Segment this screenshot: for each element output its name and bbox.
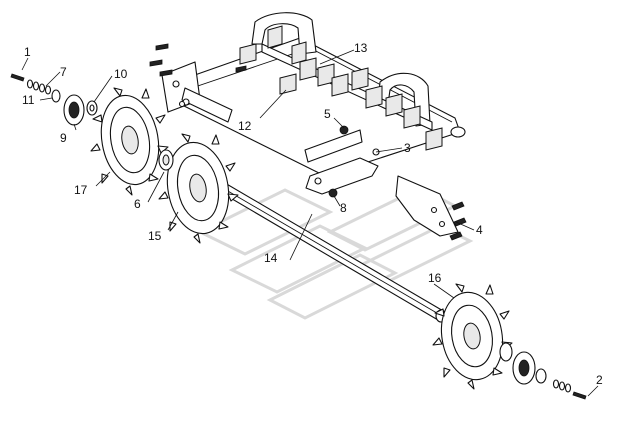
watermark-logo [196,186,474,320]
callout-16: 16 [428,271,442,285]
bearing-part-9 [63,94,85,126]
nut-part-8 [328,188,338,198]
callout-12: 12 [238,119,252,133]
collar-part-6 [158,149,174,171]
callout-8: 8 [340,201,347,215]
callout-1: 1 [24,45,31,59]
right-bearing-set [499,342,572,393]
washer-set-part-7 [26,79,52,95]
leader-lines [21,49,599,397]
callout-4: 4 [476,223,483,237]
tine-wheel-part-17 [90,87,169,196]
bolt-part-2 [572,391,587,400]
callout-2: 2 [596,373,603,387]
washer-part-10 [86,100,98,116]
callout-10: 10 [114,67,128,81]
callout-11: 11 [22,93,35,107]
callout-5: 5 [324,107,331,121]
callout-labels: 1 2 3 4 5 6 7 8 9 10 11 12 13 14 15 16 1… [22,41,603,387]
callout-9: 9 [60,131,67,145]
callout-13: 13 [354,41,368,55]
nut-part-5 [339,125,349,135]
bolt-part-1 [10,73,25,82]
callout-6: 6 [134,197,141,211]
end-plate-part-4 [395,175,467,241]
tine-blades [239,25,443,151]
callout-7: 7 [60,65,67,79]
callout-3: 3 [404,141,411,155]
washer-part-11 [51,89,61,103]
frame-bolts [149,43,247,108]
tine-wheel-part-16 [432,283,513,390]
callout-14: 14 [264,251,278,265]
tine-assembly-part-13 [239,12,466,151]
tine-wheel-part-15 [158,133,239,244]
callout-17: 17 [74,183,88,197]
side-bracket-part-3 [305,148,380,195]
callout-15: 15 [148,229,162,243]
